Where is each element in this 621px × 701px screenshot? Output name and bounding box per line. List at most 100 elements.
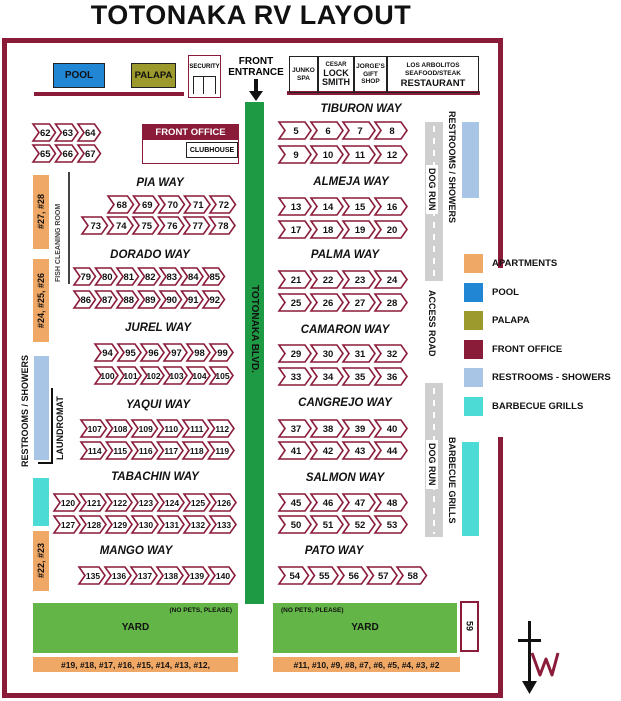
rv-site-15[interactable]: 15 bbox=[341, 197, 376, 216]
rv-site-124[interactable]: 124 bbox=[156, 493, 185, 512]
rv-site-132[interactable]: 132 bbox=[182, 515, 211, 534]
rv-site-40[interactable]: 40 bbox=[373, 419, 408, 438]
rv-site-22[interactable]: 22 bbox=[309, 270, 344, 289]
rv-site-54[interactable]: 54 bbox=[277, 566, 310, 585]
rv-site-67[interactable]: 67 bbox=[76, 144, 102, 163]
rv-site-63[interactable]: 63 bbox=[53, 123, 79, 142]
rv-site-84[interactable]: 84 bbox=[179, 267, 204, 286]
rv-site-121[interactable]: 121 bbox=[78, 493, 107, 512]
rv-site-104[interactable]: 104 bbox=[185, 366, 211, 385]
rv-site-140[interactable]: 140 bbox=[207, 566, 236, 585]
rv-site-79[interactable]: 79 bbox=[72, 267, 97, 286]
rv-site-128[interactable]: 128 bbox=[78, 515, 107, 534]
rv-site-108[interactable]: 108 bbox=[104, 419, 133, 438]
rv-site-8[interactable]: 8 bbox=[373, 121, 408, 140]
rv-site-23[interactable]: 23 bbox=[341, 270, 376, 289]
rv-site-71[interactable]: 71 bbox=[182, 195, 211, 214]
rv-site-72[interactable]: 72 bbox=[208, 195, 237, 214]
rv-site-36[interactable]: 36 bbox=[373, 367, 408, 386]
rv-site-13[interactable]: 13 bbox=[277, 197, 312, 216]
rv-site-95[interactable]: 95 bbox=[116, 343, 142, 362]
rv-site-70[interactable]: 70 bbox=[157, 195, 186, 214]
rv-site-83[interactable]: 83 bbox=[158, 267, 183, 286]
rv-site-82[interactable]: 82 bbox=[136, 267, 161, 286]
rv-site-10[interactable]: 10 bbox=[309, 145, 344, 164]
rv-site-28[interactable]: 28 bbox=[373, 293, 408, 312]
rv-site-55[interactable]: 55 bbox=[306, 566, 339, 585]
rv-site-103[interactable]: 103 bbox=[162, 366, 188, 385]
rv-site-99[interactable]: 99 bbox=[208, 343, 234, 362]
rv-site-47[interactable]: 47 bbox=[341, 493, 376, 512]
rv-site-119[interactable]: 119 bbox=[206, 441, 235, 460]
rv-site-118[interactable]: 118 bbox=[181, 441, 210, 460]
rv-site-125[interactable]: 125 bbox=[182, 493, 211, 512]
rv-site-20[interactable]: 20 bbox=[373, 220, 408, 239]
rv-site-97[interactable]: 97 bbox=[162, 343, 188, 362]
rv-site-11[interactable]: 11 bbox=[341, 145, 376, 164]
rv-site-100[interactable]: 100 bbox=[93, 366, 119, 385]
rv-site-91[interactable]: 91 bbox=[179, 290, 204, 309]
rv-site-24[interactable]: 24 bbox=[373, 270, 408, 289]
rv-site-34[interactable]: 34 bbox=[309, 367, 344, 386]
rv-site-78[interactable]: 78 bbox=[207, 216, 236, 235]
rv-site-30[interactable]: 30 bbox=[309, 344, 344, 363]
rv-site-17[interactable]: 17 bbox=[277, 220, 312, 239]
rv-site-19[interactable]: 19 bbox=[341, 220, 376, 239]
rv-site-114[interactable]: 114 bbox=[79, 441, 108, 460]
rv-site-37[interactable]: 37 bbox=[277, 419, 312, 438]
site-59[interactable]: 59 bbox=[460, 601, 479, 652]
rv-site-33[interactable]: 33 bbox=[277, 367, 312, 386]
rv-site-31[interactable]: 31 bbox=[341, 344, 376, 363]
rv-site-127[interactable]: 127 bbox=[52, 515, 81, 534]
rv-site-38[interactable]: 38 bbox=[309, 419, 344, 438]
rv-site-131[interactable]: 131 bbox=[156, 515, 185, 534]
rv-site-107[interactable]: 107 bbox=[79, 419, 108, 438]
rv-site-44[interactable]: 44 bbox=[373, 441, 408, 460]
rv-site-35[interactable]: 35 bbox=[341, 367, 376, 386]
rv-site-126[interactable]: 126 bbox=[208, 493, 237, 512]
rv-site-101[interactable]: 101 bbox=[116, 366, 142, 385]
rv-site-98[interactable]: 98 bbox=[185, 343, 211, 362]
rv-site-9[interactable]: 9 bbox=[277, 145, 312, 164]
rv-site-21[interactable]: 21 bbox=[277, 270, 312, 289]
rv-site-73[interactable]: 73 bbox=[80, 216, 109, 235]
rv-site-136[interactable]: 136 bbox=[103, 566, 132, 585]
rv-site-51[interactable]: 51 bbox=[309, 515, 344, 534]
rv-site-5[interactable]: 5 bbox=[277, 121, 312, 140]
rv-site-102[interactable]: 102 bbox=[139, 366, 165, 385]
rv-site-129[interactable]: 129 bbox=[104, 515, 133, 534]
rv-site-25[interactable]: 25 bbox=[277, 293, 312, 312]
rv-site-81[interactable]: 81 bbox=[115, 267, 140, 286]
rv-site-27[interactable]: 27 bbox=[341, 293, 376, 312]
rv-site-26[interactable]: 26 bbox=[309, 293, 344, 312]
rv-site-139[interactable]: 139 bbox=[181, 566, 210, 585]
rv-site-92[interactable]: 92 bbox=[201, 290, 226, 309]
rv-site-46[interactable]: 46 bbox=[309, 493, 344, 512]
rv-site-42[interactable]: 42 bbox=[309, 441, 344, 460]
rv-site-52[interactable]: 52 bbox=[341, 515, 376, 534]
rv-site-29[interactable]: 29 bbox=[277, 344, 312, 363]
rv-site-96[interactable]: 96 bbox=[139, 343, 165, 362]
rv-site-122[interactable]: 122 bbox=[104, 493, 133, 512]
rv-site-111[interactable]: 111 bbox=[181, 419, 210, 438]
rv-site-53[interactable]: 53 bbox=[373, 515, 408, 534]
rv-site-12[interactable]: 12 bbox=[373, 145, 408, 164]
rv-site-90[interactable]: 90 bbox=[158, 290, 183, 309]
rv-site-32[interactable]: 32 bbox=[373, 344, 408, 363]
rv-site-76[interactable]: 76 bbox=[156, 216, 185, 235]
rv-site-65[interactable]: 65 bbox=[31, 144, 57, 163]
rv-site-109[interactable]: 109 bbox=[130, 419, 159, 438]
rv-site-77[interactable]: 77 bbox=[182, 216, 211, 235]
rv-site-43[interactable]: 43 bbox=[341, 441, 376, 460]
rv-site-14[interactable]: 14 bbox=[309, 197, 344, 216]
rv-site-69[interactable]: 69 bbox=[131, 195, 160, 214]
rv-site-45[interactable]: 45 bbox=[277, 493, 312, 512]
rv-site-110[interactable]: 110 bbox=[155, 419, 184, 438]
rv-site-89[interactable]: 89 bbox=[136, 290, 161, 309]
rv-site-39[interactable]: 39 bbox=[341, 419, 376, 438]
rv-site-50[interactable]: 50 bbox=[277, 515, 312, 534]
rv-site-7[interactable]: 7 bbox=[341, 121, 376, 140]
rv-site-62[interactable]: 62 bbox=[31, 123, 57, 142]
rv-site-80[interactable]: 80 bbox=[93, 267, 118, 286]
rv-site-74[interactable]: 74 bbox=[105, 216, 134, 235]
